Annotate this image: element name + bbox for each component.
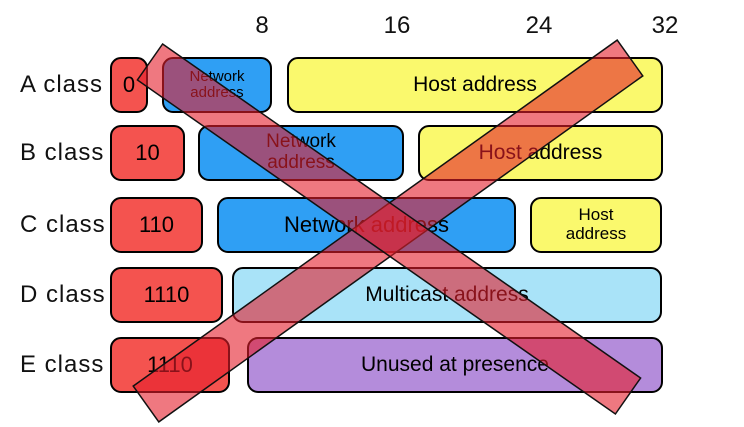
ruler-tick-16: 16: [383, 12, 411, 39]
class-e-prefix-box: 1110: [110, 337, 230, 393]
row-label-a: A class: [20, 71, 104, 98]
class-a-host-box: Host address: [287, 57, 663, 113]
row-label-e: E class: [20, 351, 105, 378]
class-d-multicast-box: Multicast address: [232, 267, 662, 323]
class-e-unused-box: Unused at presence: [247, 337, 663, 393]
class-d-prefix-box: 1110: [110, 267, 223, 323]
class-c-network-box: Network address: [217, 197, 516, 253]
ruler-tick-24: 24: [525, 12, 553, 39]
ruler-tick-32: 32: [651, 12, 679, 39]
class-c-host-box: Host address: [530, 197, 662, 253]
ruler-tick-8: 8: [255, 12, 269, 39]
class-b-host-box: Host address: [418, 125, 663, 181]
class-a-network-box: Network address: [162, 57, 272, 113]
row-label-d: D class: [20, 281, 106, 308]
class-a-prefix-box: 0: [110, 57, 148, 113]
row-label-c: C class: [20, 211, 106, 238]
class-c-prefix-box: 110: [110, 197, 203, 253]
class-b-network-box: Network address: [198, 125, 404, 181]
row-label-b: B class: [20, 139, 105, 166]
class-b-prefix-box: 10: [110, 125, 185, 181]
